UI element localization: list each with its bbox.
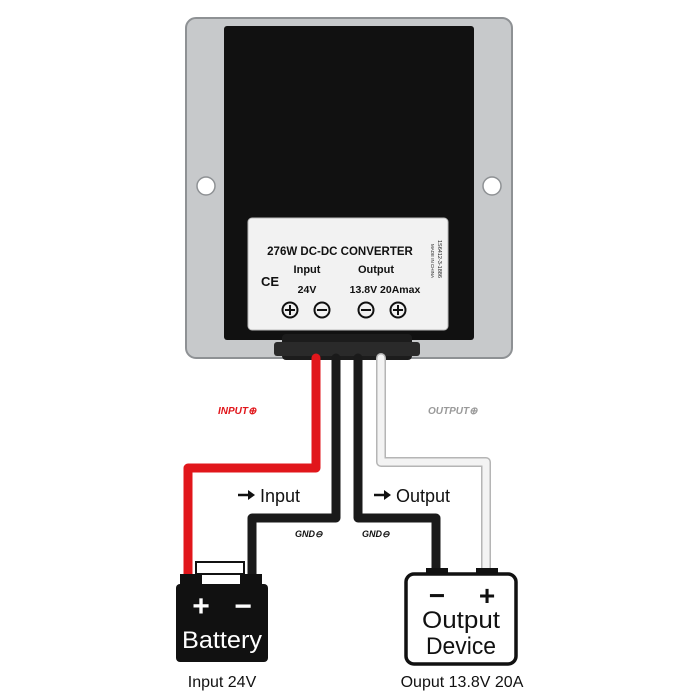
battery-body xyxy=(176,584,268,662)
battery-caption: Input 24V xyxy=(188,674,257,691)
battery-minus: − xyxy=(234,590,252,623)
input-heading: Input xyxy=(294,264,321,276)
input-arrow-label: Input xyxy=(260,486,300,506)
device-name-line2: Device xyxy=(426,633,496,660)
battery-terminal-right xyxy=(240,574,262,584)
device-terminal-left xyxy=(426,568,448,576)
cable-gland-rim xyxy=(274,342,420,356)
battery: + − Battery xyxy=(176,561,268,662)
side-code: 1S6412-3-1886 xyxy=(436,240,442,278)
gnd-right-label: GND⊖ xyxy=(362,529,390,539)
minus-circle-icon xyxy=(313,301,331,319)
output-heading: Output xyxy=(358,264,394,276)
input-voltage: 24V xyxy=(298,284,317,296)
battery-terminal-left xyxy=(180,574,202,584)
battery-terminal-cap xyxy=(195,561,245,575)
arrow-right-icon xyxy=(374,490,391,500)
device-name-line1: Output xyxy=(422,607,500,634)
output-arrow-label: Output xyxy=(396,486,450,506)
plus-circle-icon xyxy=(389,301,407,319)
input-positive-label: INPUT⊕ xyxy=(218,406,257,417)
mount-hole-left xyxy=(196,176,216,196)
converter-label: 276W DC-DC CONVERTER Input Output CE 24V… xyxy=(247,217,449,331)
converter-title: 276W DC-DC CONVERTER xyxy=(267,246,413,258)
output-device: − + Output Device xyxy=(404,568,518,666)
battery-plus: + xyxy=(192,590,210,623)
battery-name: Battery xyxy=(182,627,262,654)
plus-circle-icon xyxy=(281,301,299,319)
side-made: MADE IN CHINA xyxy=(430,244,435,278)
device-caption: Ouput 13.8V 20A xyxy=(401,674,524,691)
device-minus: − xyxy=(429,580,445,611)
wire-input-ground xyxy=(247,353,341,579)
gnd-left-label: GND⊖ xyxy=(295,529,323,539)
ce-mark: CE xyxy=(261,274,279,289)
output-rating: 13.8V 20Amax xyxy=(350,284,421,296)
device-terminal-right xyxy=(476,568,498,576)
mount-hole-right xyxy=(482,176,502,196)
device-plus: + xyxy=(479,580,495,611)
arrow-right-icon xyxy=(238,490,255,500)
wire-input-positive xyxy=(183,353,321,579)
converter-housing: 276W DC-DC CONVERTER Input Output CE 24V… xyxy=(185,17,513,360)
minus-circle-icon xyxy=(357,301,375,319)
output-positive-label: OUTPUT⊕ xyxy=(428,406,478,417)
wires xyxy=(183,353,491,579)
wire-output-positive xyxy=(377,354,490,576)
wire-output-ground xyxy=(353,353,441,577)
device-body xyxy=(404,572,518,666)
